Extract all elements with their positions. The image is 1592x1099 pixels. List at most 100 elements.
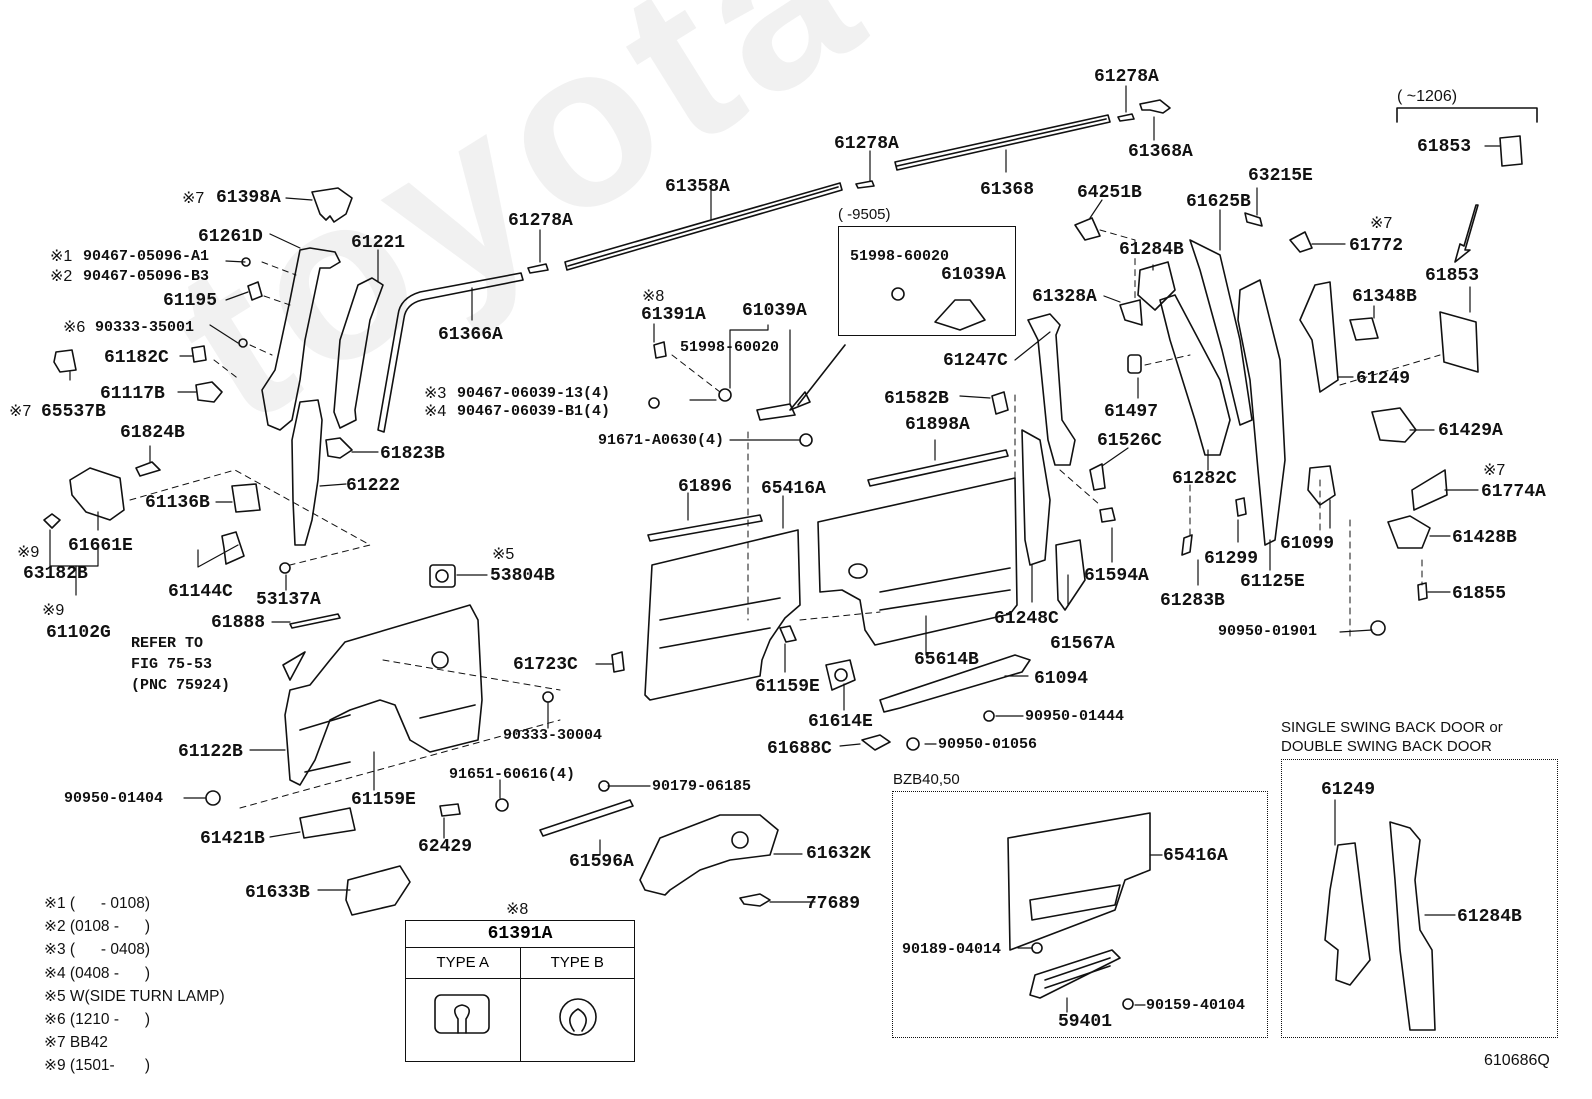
part-label[interactable]: 61596A xyxy=(569,852,634,872)
part-label[interactable]: 53137A xyxy=(256,590,321,610)
part-label[interactable]: 61094 xyxy=(1034,669,1089,689)
part-label[interactable]: 61582B xyxy=(884,389,949,409)
part-label[interactable]: 61428B xyxy=(1452,528,1517,548)
part-label[interactable]: 61348B xyxy=(1352,287,1417,307)
part-label[interactable]: 51998-60020 xyxy=(680,339,780,356)
part-label[interactable]: 90159-40104 xyxy=(1146,997,1246,1014)
part-label[interactable]: 61283B xyxy=(1160,591,1225,611)
part-label[interactable]: 61896 xyxy=(678,477,733,497)
part-label[interactable]: 90467-06039-13(4) xyxy=(457,385,611,402)
backdoor-61249 xyxy=(1324,842,1371,986)
legend-item: ※1 ( - 0108) xyxy=(44,895,151,912)
part-label[interactable]: 64251B xyxy=(1077,183,1142,203)
part-label[interactable]: 61661E xyxy=(68,536,133,556)
part-label[interactable]: 77689 xyxy=(806,894,861,914)
part-label[interactable]: 63182B xyxy=(23,564,88,584)
part-label[interactable]: 90179-06185 xyxy=(652,778,752,795)
part-label[interactable]: 61284B xyxy=(1457,907,1522,927)
part-label[interactable]: 65416A xyxy=(761,479,826,499)
part-label[interactable]: 61122B xyxy=(178,742,243,762)
part-label[interactable]: 61398A xyxy=(216,188,281,208)
part-label[interactable]: 61249 xyxy=(1321,780,1376,800)
part-label[interactable]: 90333-30004 xyxy=(503,727,603,744)
part-label[interactable]: 61136B xyxy=(145,493,210,513)
part-label[interactable]: 90950-01404 xyxy=(64,790,164,807)
part-label[interactable]: 61688C xyxy=(767,739,832,759)
part-label[interactable]: 62429 xyxy=(418,837,473,857)
part-label[interactable]: 90467-06039-B1(4) xyxy=(457,403,611,420)
part-label[interactable]: 61299 xyxy=(1204,549,1259,569)
part-label[interactable]: 65537B xyxy=(41,402,106,422)
dashed-guides-right xyxy=(1014,229,1441,641)
part-label[interactable]: 53804B xyxy=(490,566,555,586)
part-label[interactable]: 61368A xyxy=(1128,142,1193,162)
part-label[interactable]: 61772 xyxy=(1349,236,1404,256)
refer-note-line2[interactable]: FIG 75-53 xyxy=(131,656,213,673)
part-label[interactable]: 61594A xyxy=(1084,566,1149,586)
part-label[interactable]: 61898A xyxy=(905,415,970,435)
part-label[interactable]: 61853 xyxy=(1417,137,1472,157)
part-label[interactable]: 91671-A0630(4) xyxy=(598,432,725,449)
part-label[interactable]: 61614E xyxy=(808,712,873,732)
part-label[interactable]: 61723C xyxy=(513,655,578,675)
part-label[interactable]: 65614B xyxy=(914,650,979,670)
part-label[interactable]: 61221 xyxy=(351,233,406,253)
part-label[interactable]: 61159E xyxy=(755,677,820,697)
part-label[interactable]: 61195 xyxy=(163,291,218,311)
bracket-1206 xyxy=(1396,107,1538,123)
part-label[interactable]: 61284B xyxy=(1119,240,1184,260)
part-label[interactable]: 90950-01444 xyxy=(1025,708,1125,725)
part-label[interactable]: 90189-04014 xyxy=(902,941,1002,958)
part-label[interactable]: 61099 xyxy=(1280,534,1335,554)
part-label[interactable]: 61855 xyxy=(1452,584,1507,604)
part-label[interactable]: 61117B xyxy=(100,384,165,404)
part-label[interactable]: 61368 xyxy=(980,180,1035,200)
part-label[interactable]: 91651-60616(4) xyxy=(449,766,576,783)
part-label[interactable]: 61278A xyxy=(834,134,899,154)
part-label[interactable]: 61853 xyxy=(1425,266,1480,286)
part-label[interactable]: 63215E xyxy=(1248,166,1313,186)
part-label[interactable]: 90467-05096-A1 xyxy=(83,248,210,265)
part-label[interactable]: 61159E xyxy=(351,790,416,810)
type-table-part[interactable]: 61391A xyxy=(406,921,634,948)
part-label[interactable]: 61328A xyxy=(1032,287,1097,307)
variant-box-bzb40-50 xyxy=(892,791,1268,1038)
part-label[interactable]: 61182C xyxy=(104,348,169,368)
part-label[interactable]: 61625B xyxy=(1186,192,1251,212)
part-label[interactable]: 61824B xyxy=(120,423,185,443)
part-label[interactable]: 61248C xyxy=(994,609,1059,629)
part-label[interactable]: 61632K xyxy=(806,844,871,864)
part-label[interactable]: 61125E xyxy=(1240,572,1305,592)
part-label[interactable]: 61526C xyxy=(1097,431,1162,451)
part-label[interactable]: 61366A xyxy=(438,325,503,345)
part-label[interactable]: 61222 xyxy=(346,476,401,496)
part-label[interactable]: 61774A xyxy=(1481,482,1546,502)
part-label[interactable]: 61633B xyxy=(245,883,310,903)
part-label[interactable]: 51998-60020 xyxy=(850,248,950,265)
part-label[interactable]: 61421B xyxy=(200,829,265,849)
part-label[interactable]: 61823B xyxy=(380,444,445,464)
part-label[interactable]: 61497 xyxy=(1104,402,1159,422)
part-label[interactable]: 61039A xyxy=(742,301,807,321)
part-label[interactable]: 61261D xyxy=(198,227,263,247)
part-label[interactable]: 65416A xyxy=(1163,846,1228,866)
part-label[interactable]: 61247C xyxy=(943,351,1008,371)
part-label[interactable]: 61429A xyxy=(1438,421,1503,441)
part-label[interactable]: 61249 xyxy=(1356,369,1411,389)
part-label[interactable]: 61278A xyxy=(1094,67,1159,87)
part-label[interactable]: 61888 xyxy=(211,613,266,633)
part-label[interactable]: 59401 xyxy=(1058,1012,1113,1032)
part-label[interactable]: 61567A xyxy=(1050,634,1115,654)
part-label[interactable]: 90467-05096-B3 xyxy=(83,268,210,285)
part-label[interactable]: 90950-01056 xyxy=(938,736,1038,753)
part-label[interactable]: 61102G xyxy=(46,623,111,643)
part-label[interactable]: 61358A xyxy=(665,177,730,197)
part-label[interactable]: 61391A xyxy=(641,305,706,325)
part-label[interactable]: 61278A xyxy=(508,211,573,231)
part-label[interactable]: 61039A xyxy=(941,265,1006,285)
part-label[interactable]: 90950-01901 xyxy=(1218,623,1318,640)
part-label[interactable]: 61144C xyxy=(168,582,233,602)
backdoor-title-line1: SINGLE SWING BACK DOOR or xyxy=(1281,719,1503,736)
part-label[interactable]: 90333-35001 xyxy=(95,319,195,336)
part-label[interactable]: 61282C xyxy=(1172,469,1237,489)
